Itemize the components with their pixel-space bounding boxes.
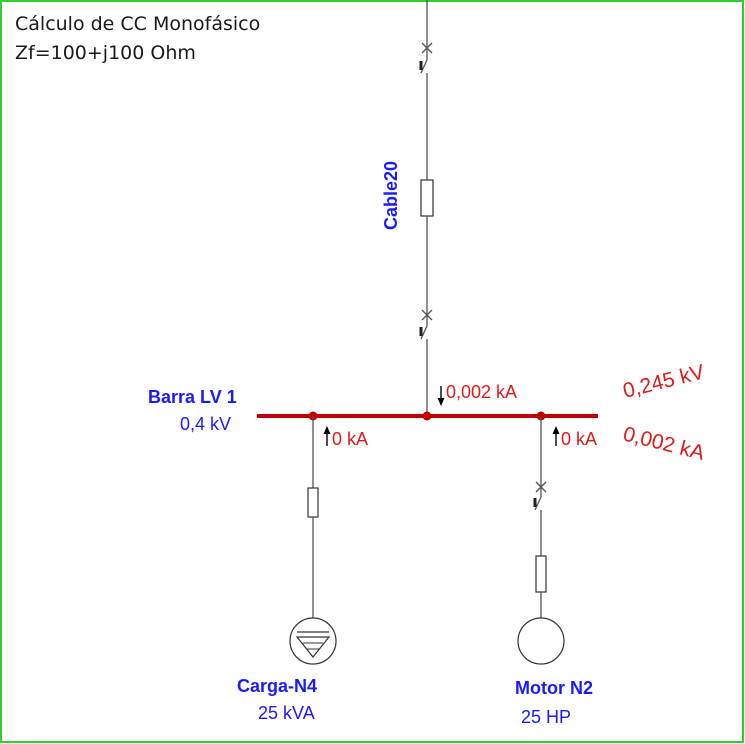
motor-rating-label: 25 HP [521,707,571,727]
bus-name-label: Barra LV 1 [148,387,237,407]
busbar-node-feeder [422,411,432,421]
motor-current-label: 0 kA [561,429,597,449]
load-branch[interactable] [289,416,337,665]
incoming-feeder[interactable] [419,0,434,416]
motor-breaker-symbol[interactable] [533,481,547,511]
cable-impedance-symbol[interactable] [420,179,434,217]
title-line-1: Cálculo de CC Monofásico [15,13,260,35]
load-symbol[interactable] [289,617,337,665]
title-line-2: Zf=100+j100 Ohm [15,42,196,64]
bus-voltage-label: 0,4 kV [180,414,231,434]
load-current-arrow [323,426,331,446]
motor-fuse-symbol[interactable] [535,555,547,593]
load-fuse-symbol[interactable] [307,487,319,518]
motor-current-arrow [552,426,560,446]
upper-breaker-symbol[interactable] [419,42,433,74]
cable-name-label: Cable20 [381,161,401,230]
incoming-current-label: 0,002 kA [446,382,517,402]
load-name-label: Carga-N4 [237,676,317,696]
motor-symbol[interactable] [517,617,565,665]
incoming-current-arrow [437,386,445,406]
lower-breaker-symbol[interactable] [419,309,433,340]
motor-name-label: Motor N2 [515,678,593,698]
load-current-label: 0 kA [332,429,368,449]
load-rating-label: 25 kVA [258,703,315,723]
motor-branch[interactable] [517,416,565,665]
